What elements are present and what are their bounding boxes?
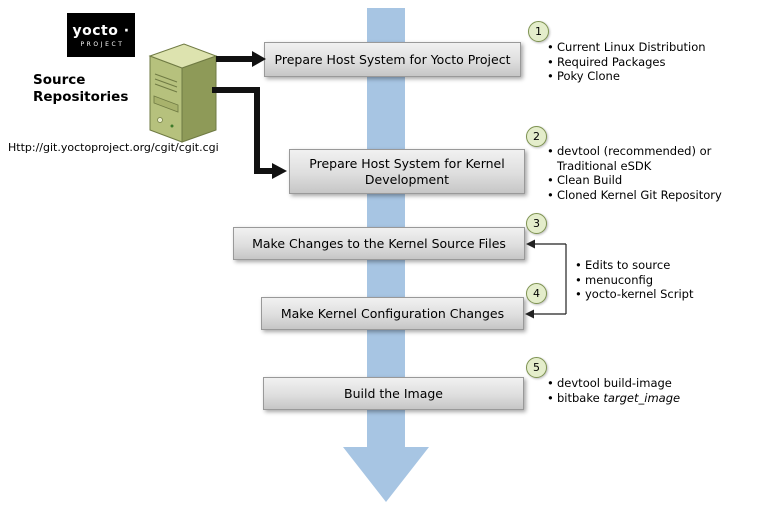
- bullet-list-step1: Current Linux Distribution Required Pack…: [546, 40, 751, 84]
- source-label-line1: Source: [33, 72, 86, 88]
- step-number-1: 1: [528, 21, 549, 42]
- step-box-label: Prepare Host System for Kernel Developme…: [309, 155, 505, 187]
- arrow-server-to-step2: [212, 87, 287, 179]
- step-box-build-image: Build the Image: [263, 377, 524, 410]
- bullet-item: devtool build-image: [546, 376, 751, 391]
- step-box-label: Build the Image: [344, 385, 443, 401]
- bracket-steps-3-4: [525, 239, 567, 319]
- source-label-line2: Repositories: [33, 89, 129, 105]
- step-box-label: Make Kernel Configuration Changes: [280, 305, 505, 321]
- step-number-5: 5: [526, 357, 547, 378]
- bullet-item: menuconfig: [574, 273, 739, 288]
- bullet-list-step5: devtool build-image bitbake target_image: [546, 376, 751, 405]
- step-number-3: 3: [526, 213, 547, 234]
- bullet-text-italic: target_image: [603, 390, 681, 405]
- bullet-item: yocto-kernel Script: [574, 287, 739, 302]
- bullet-item: Current Linux Distribution: [546, 40, 751, 55]
- bullet-item: Required Packages: [546, 55, 751, 70]
- git-url: Http://git.yoctoproject.org/cgit/cgit.cg…: [8, 141, 219, 154]
- server-icon: [148, 43, 218, 143]
- yocto-logo: yocto · PROJECT: [67, 13, 135, 57]
- step-number-2: 2: [526, 126, 547, 147]
- bullet-list-step2: devtool (recommended) or Traditional eSD…: [546, 144, 741, 202]
- yocto-logo-text: yocto ·: [72, 22, 130, 39]
- step-box-label: Prepare Host System for Yocto Project: [274, 51, 511, 67]
- step-box-prepare-host-kernel: Prepare Host System for Kernel Developme…: [289, 149, 525, 194]
- bullet-text-prefix: bitbake: [557, 390, 604, 405]
- step-box-prepare-host-yocto: Prepare Host System for Yocto Project: [264, 42, 521, 77]
- arrow-server-to-step1: [216, 51, 266, 67]
- source-repositories-label: Source Repositories: [33, 72, 128, 106]
- bullet-item: Edits to source: [574, 258, 739, 273]
- step-box-make-config-changes: Make Kernel Configuration Changes: [261, 297, 524, 330]
- bullet-item: bitbake target_image: [546, 391, 751, 406]
- bullet-item: Clean Build: [546, 173, 741, 188]
- bullet-item: Poky Clone: [546, 69, 751, 84]
- step-box-make-source-changes: Make Changes to the Kernel Source Files: [233, 227, 525, 260]
- step-number-4: 4: [526, 283, 547, 304]
- bullet-item: devtool (recommended) or Traditional eSD…: [546, 144, 741, 173]
- bullet-item: Cloned Kernel Git Repository: [546, 188, 741, 203]
- bullet-list-steps-3-4: Edits to source menuconfig yocto-kernel …: [574, 258, 739, 302]
- yocto-logo-tagline: PROJECT: [80, 40, 125, 48]
- step-box-label: Make Changes to the Kernel Source Files: [252, 235, 506, 251]
